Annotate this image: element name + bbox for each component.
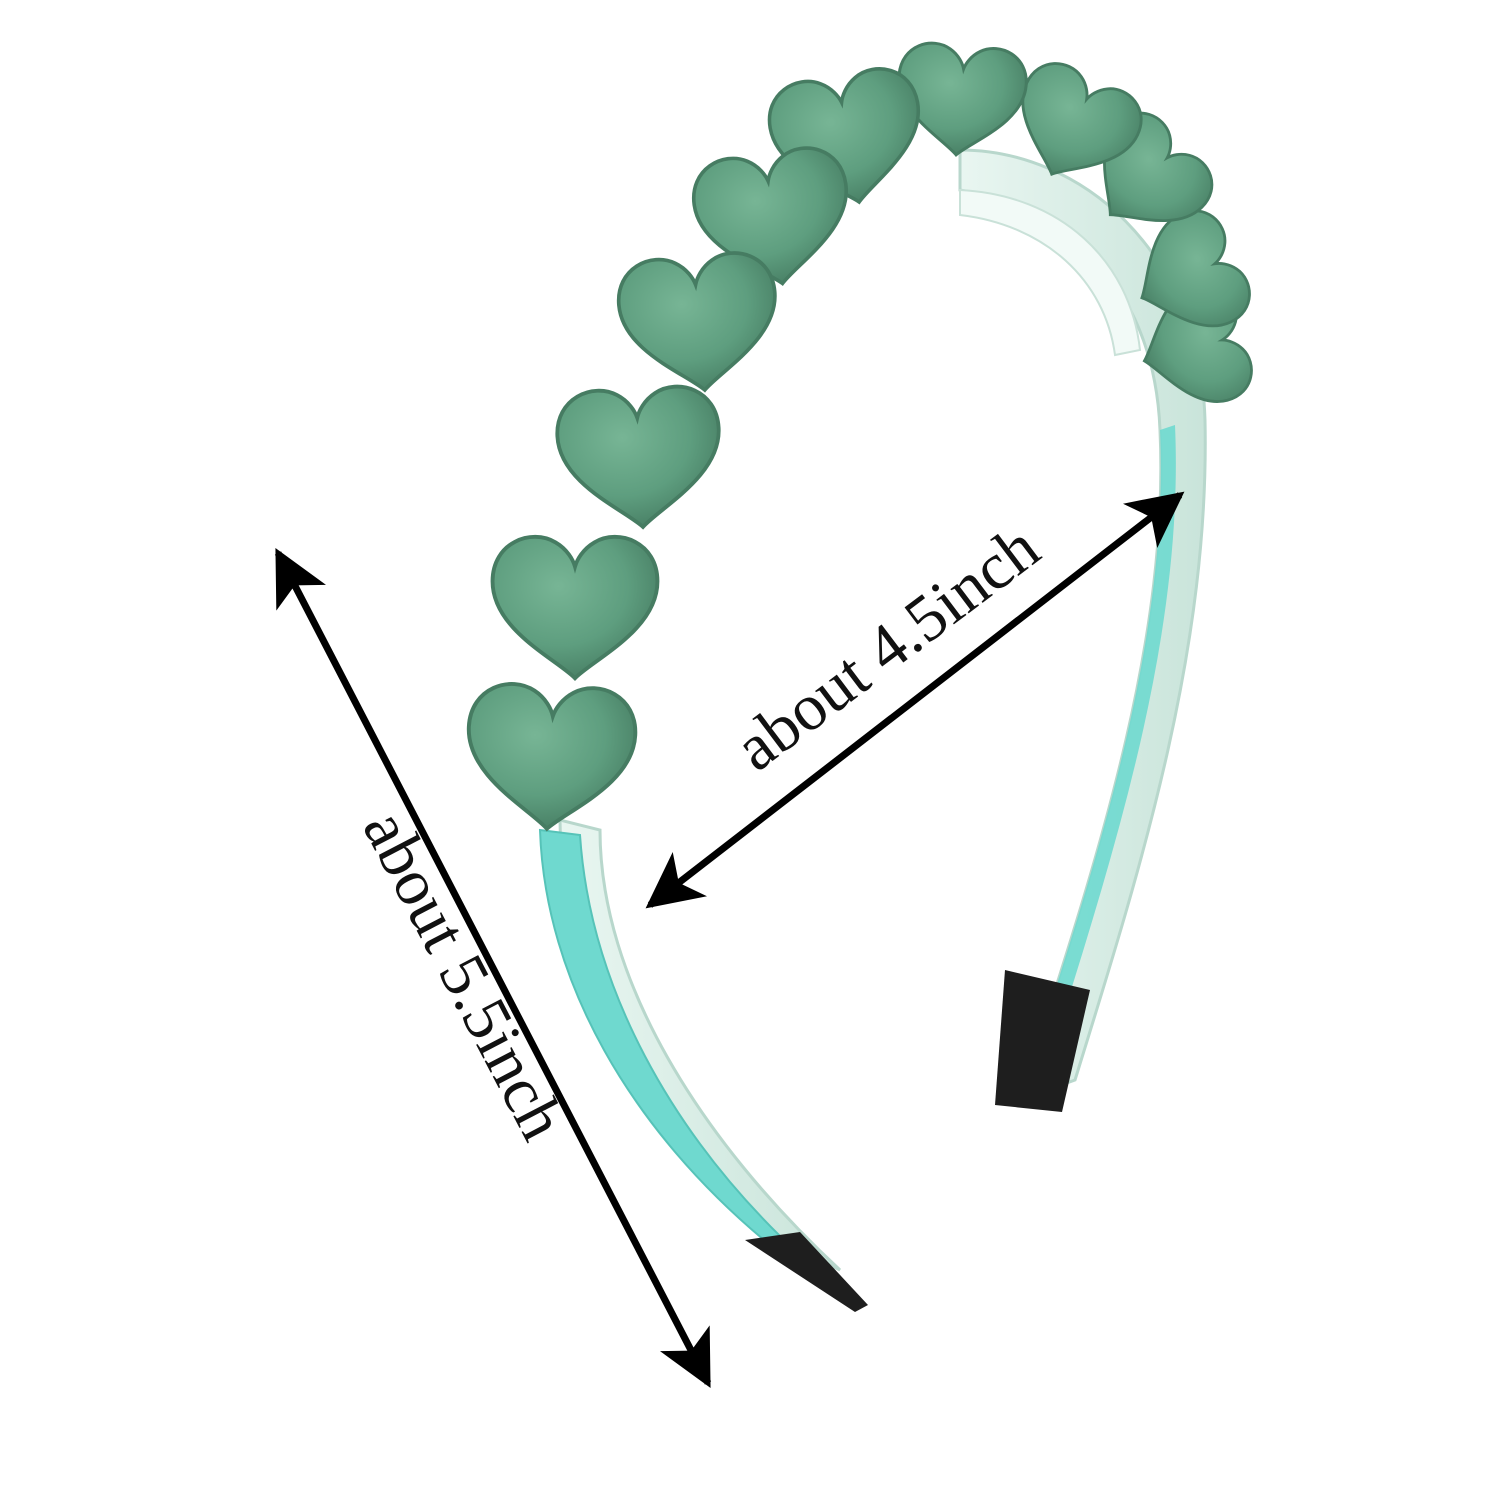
width-label: about 4.5inch	[722, 511, 1053, 786]
height-dimension: about 5.5inch	[274, 548, 712, 1388]
width-arrow	[645, 491, 1185, 909]
height-arrow	[274, 548, 712, 1388]
headband-tips	[745, 970, 1090, 1312]
